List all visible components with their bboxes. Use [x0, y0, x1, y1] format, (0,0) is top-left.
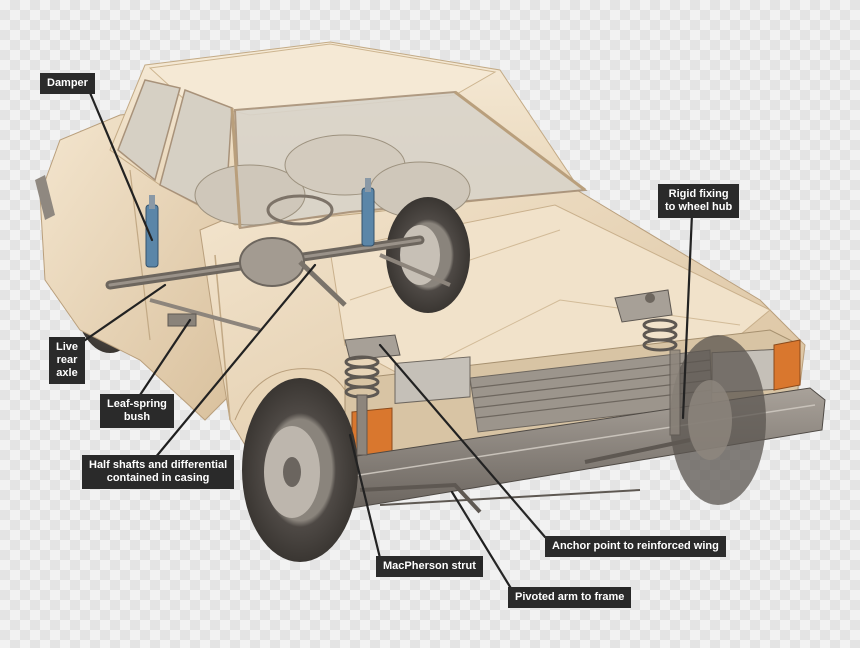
leader-line-macpherson-strut	[348, 433, 382, 560]
label-damper: Damper	[40, 73, 95, 94]
leader-line-pivoted-arm	[450, 490, 514, 592]
leader-line-damper	[86, 86, 154, 242]
label-anchor-point: Anchor point to reinforced wing	[545, 536, 726, 557]
label-anchor-point-text: Anchor point to reinforced wing	[552, 540, 719, 552]
label-live-rear-axle: Live rear axle	[49, 337, 86, 384]
leader-line-half-shafts	[153, 263, 317, 460]
label-live-rear-axle-line3: axle	[56, 367, 78, 379]
macpherson-struts	[344, 289, 691, 514]
label-rigid-fixing: Rigid fixing to wheel hub	[658, 184, 740, 218]
label-leaf-spring-bush: Leaf-spring bush	[100, 394, 174, 428]
front-left-wheel	[242, 378, 358, 562]
spare-wheel	[386, 197, 470, 313]
leader-line-leaf-spring-bush	[138, 318, 192, 397]
label-leaf-spring-bush-line1: Leaf-spring	[107, 398, 167, 410]
rear-dampers	[145, 178, 375, 268]
label-live-rear-axle-line1: Live	[56, 341, 79, 353]
label-rigid-fixing-line1: Rigid fixing	[668, 188, 729, 200]
front-right-wheel	[670, 335, 766, 505]
label-rigid-fixing-line2: to wheel hub	[665, 201, 733, 213]
label-macpherson-strut: MacPherson strut	[376, 556, 483, 577]
leader-line-rigid-fixing	[681, 212, 694, 420]
rear-axle-assembly	[105, 235, 451, 332]
label-macpherson-strut-text: MacPherson strut	[383, 560, 476, 572]
label-leaf-spring-bush-line2: bush	[123, 411, 151, 423]
label-damper-text: Damper	[47, 77, 88, 89]
label-half-shafts-line2: contained in casing	[106, 472, 210, 484]
label-half-shafts-line1: Half shafts and differential	[89, 459, 228, 471]
label-pivoted-arm-text: Pivoted arm to frame	[515, 591, 625, 603]
leader-lines	[76, 86, 694, 592]
label-half-shafts: Half shafts and differential contained i…	[82, 455, 235, 489]
label-live-rear-axle-line2: rear	[56, 354, 78, 366]
label-pivoted-arm: Pivoted arm to frame	[508, 587, 632, 608]
leader-line-anchor-point	[378, 343, 547, 539]
leader-line-live-rear-axle	[76, 283, 167, 347]
